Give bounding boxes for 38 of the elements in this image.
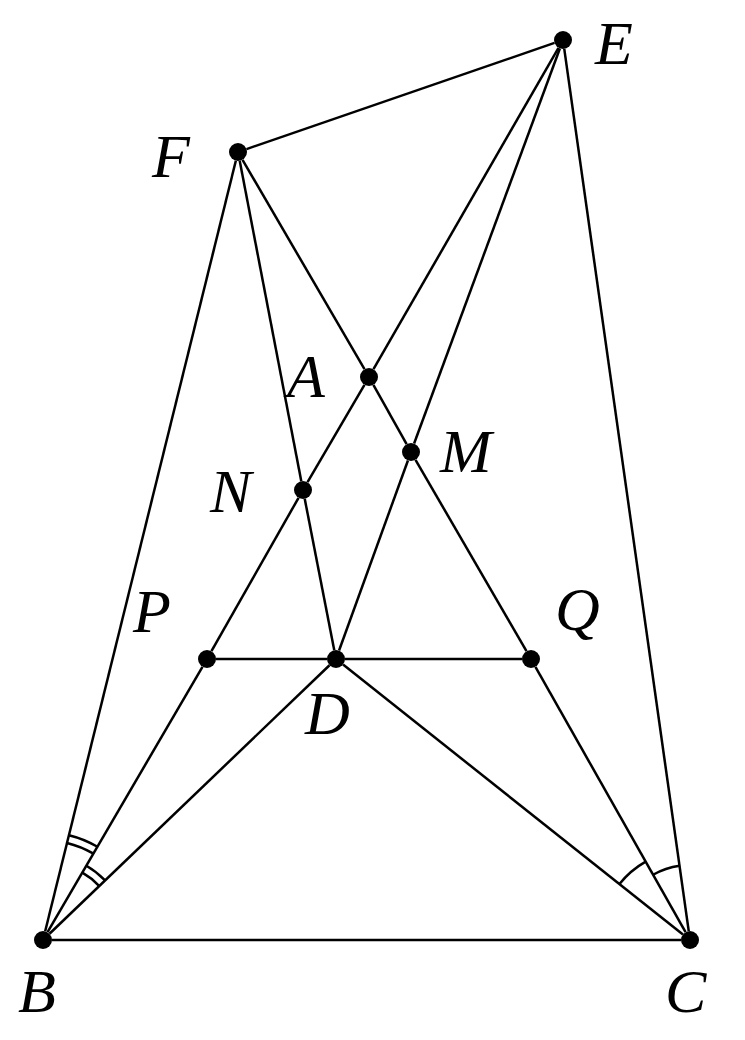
line-segment [238,160,303,482]
point-dot [229,143,247,161]
line-segment [303,498,336,651]
point-label: E [595,12,633,74]
line-segment [372,47,560,370]
line-segment [563,48,690,932]
point-dot [402,443,420,461]
line-segment [46,666,204,933]
line-segment [43,160,238,932]
point-dot [522,650,540,668]
point-dot [34,931,52,949]
line-segment [345,657,522,661]
line-segment [412,48,562,444]
point-dot [198,650,216,668]
line-segment [241,159,366,370]
line-segment [52,938,681,942]
point-label: F [152,125,190,187]
line-segment [246,41,555,151]
point-label: N [210,460,252,522]
point-label: Q [555,578,600,640]
point-label: P [133,580,171,642]
point-label: B [18,960,56,1022]
point-dot [294,481,312,499]
line-segment [48,664,331,935]
line-segment [210,497,300,652]
line-segment [306,384,366,483]
line-segment [342,663,684,936]
line-segment [534,666,687,933]
point-dot [360,368,378,386]
point-dot [681,931,699,949]
line-segment [216,657,327,661]
line-segment [372,384,408,445]
line-segment [414,459,528,652]
point-label: D [305,682,350,744]
point-label: C [665,960,707,1022]
point-dot [554,31,572,49]
line-segment [337,460,410,651]
point-dot [327,650,345,668]
